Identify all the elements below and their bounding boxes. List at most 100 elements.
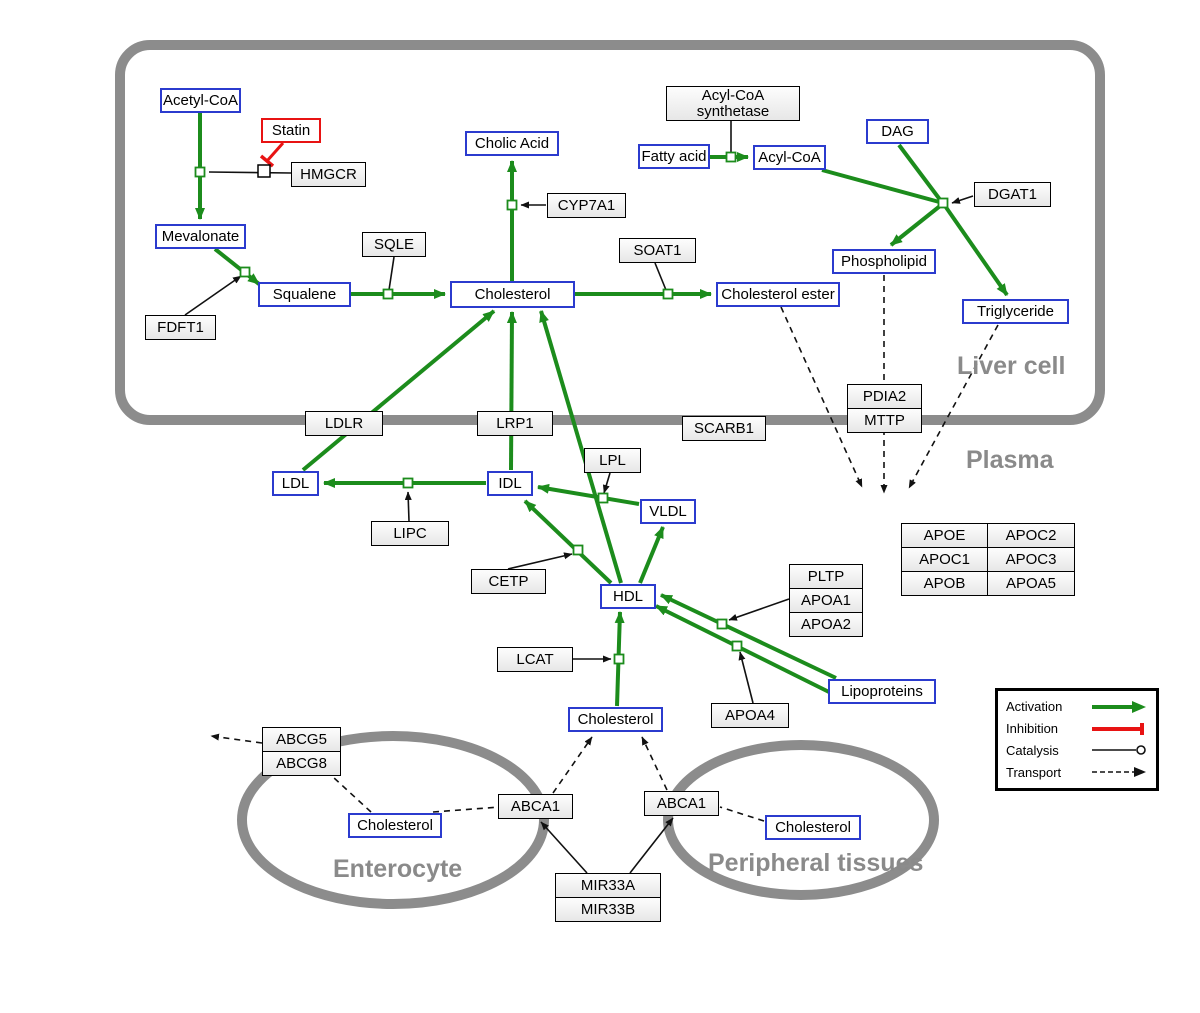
edge-dgat1-catalysis bbox=[951, 195, 974, 204]
reaction-node bbox=[731, 640, 743, 652]
edge-hdl-idl-cetp bbox=[523, 499, 613, 585]
liver-cell-label: Liver cell bbox=[957, 352, 1066, 380]
edge-cetp-catalysis bbox=[507, 552, 573, 570]
legend-row-transport: Transport bbox=[1006, 765, 1148, 780]
node-hdl[interactable]: HDL bbox=[600, 584, 656, 609]
node-scarb1[interactable]: SCARB1 bbox=[682, 416, 766, 441]
node-apoa1[interactable]: APOA1 bbox=[789, 588, 863, 613]
node-lipoproteins[interactable]: Lipoproteins bbox=[828, 679, 936, 704]
edge-dgatnode-triglyceride bbox=[941, 201, 1009, 297]
node-squalene[interactable]: Squalene bbox=[258, 282, 351, 307]
statin-tbar bbox=[259, 154, 275, 168]
reaction-node bbox=[716, 618, 728, 630]
node-lcat[interactable]: LCAT bbox=[497, 647, 573, 672]
inhibition-edges bbox=[259, 142, 285, 168]
reaction-node bbox=[506, 199, 518, 211]
node-cholesterol-enterocyte[interactable]: Cholesterol bbox=[348, 813, 442, 838]
node-apoe[interactable]: APOE bbox=[901, 523, 988, 548]
reaction-node bbox=[662, 288, 674, 300]
node-abca1-peripheral[interactable]: ABCA1 bbox=[644, 791, 719, 816]
edge-mevalonate-squalene bbox=[213, 247, 261, 286]
node-cholesterol-plasma[interactable]: Cholesterol bbox=[568, 707, 663, 732]
edge-dag-dgatnode bbox=[897, 143, 943, 203]
edge-mir33-abca1-per bbox=[629, 817, 674, 874]
node-cetp[interactable]: CETP bbox=[471, 569, 546, 594]
node-fdft1[interactable]: FDFT1 bbox=[145, 315, 216, 340]
node-dgat1[interactable]: DGAT1 bbox=[974, 182, 1051, 207]
node-lipc[interactable]: LIPC bbox=[371, 521, 449, 546]
edge-vldl-idl bbox=[537, 483, 640, 506]
node-dag[interactable]: DAG bbox=[866, 119, 929, 144]
node-mttp[interactable]: MTTP bbox=[847, 408, 922, 433]
reaction-node bbox=[194, 166, 206, 178]
node-phospholipid[interactable]: Phospholipid bbox=[832, 249, 936, 274]
node-abcg8[interactable]: ABCG8 bbox=[262, 751, 341, 776]
node-ldl[interactable]: LDL bbox=[272, 471, 319, 496]
legend-transport-label: Transport bbox=[1006, 764, 1062, 780]
node-acyl-coa-synthetase[interactable]: Acyl-CoA synthetase bbox=[666, 86, 800, 121]
node-abca1-enterocyte[interactable]: ABCA1 bbox=[498, 794, 573, 819]
reaction-node bbox=[613, 653, 625, 665]
node-mir33a[interactable]: MIR33A bbox=[555, 873, 661, 898]
node-apoa2[interactable]: APOA2 bbox=[789, 612, 863, 637]
reaction-node bbox=[239, 266, 251, 278]
edge-cholesterol-abca1-ent bbox=[432, 806, 501, 813]
reaction-node bbox=[937, 197, 949, 209]
node-idl[interactable]: IDL bbox=[487, 471, 533, 496]
node-cholesterol-ester[interactable]: Cholesterol ester bbox=[716, 282, 840, 307]
edge-cholesterol-abcg5 bbox=[332, 776, 372, 813]
legend: Activation Inhibition Catalysis Transpor… bbox=[995, 688, 1159, 791]
node-pltp[interactable]: PLTP bbox=[789, 564, 863, 589]
node-cyp7a1[interactable]: CYP7A1 bbox=[547, 193, 626, 218]
node-acetyl-coa[interactable]: Acetyl-CoA bbox=[160, 88, 241, 113]
node-lrp1[interactable]: LRP1 bbox=[477, 411, 553, 436]
node-statin[interactable]: Statin bbox=[261, 118, 321, 143]
edge-cholesterol-abca1-per bbox=[719, 806, 765, 822]
node-apoc3[interactable]: APOC3 bbox=[987, 547, 1075, 572]
edge-lipoproteins-hdl-upper bbox=[660, 593, 837, 680]
edge-pltp-apoa-catalysis bbox=[728, 598, 790, 621]
edge-abca1-ent-plasma bbox=[552, 736, 593, 794]
node-mir33b[interactable]: MIR33B bbox=[555, 897, 661, 922]
reaction-node bbox=[402, 477, 414, 489]
node-hmgcr[interactable]: HMGCR bbox=[291, 162, 366, 187]
legend-row-catalysis: Catalysis bbox=[1006, 743, 1148, 758]
edge-lipc-catalysis bbox=[404, 491, 412, 522]
node-apoc2[interactable]: APOC2 bbox=[987, 523, 1075, 548]
node-abcg5[interactable]: ABCG5 bbox=[262, 727, 341, 752]
edge-lipoproteins-hdl-lower bbox=[655, 604, 832, 695]
compartment-outlines bbox=[115, 40, 1105, 909]
node-apoa4[interactable]: APOA4 bbox=[711, 703, 789, 728]
node-vldl[interactable]: VLDL bbox=[640, 499, 696, 524]
transport-arrow-icon bbox=[1092, 767, 1146, 778]
node-lpl[interactable]: LPL bbox=[584, 448, 641, 473]
node-apoc1[interactable]: APOC1 bbox=[901, 547, 988, 572]
legend-activation-label: Activation bbox=[1006, 699, 1063, 715]
edge-idl-lrp1-cholesterol bbox=[506, 311, 517, 471]
node-label: Acyl-CoA synthetase bbox=[696, 86, 770, 120]
node-triglyceride[interactable]: Triglyceride bbox=[962, 299, 1069, 324]
node-apob[interactable]: APOB bbox=[901, 571, 988, 596]
peripheral-tissues-label: Peripheral tissues bbox=[708, 849, 924, 877]
reaction-node bbox=[725, 151, 737, 163]
node-sqle[interactable]: SQLE bbox=[362, 232, 426, 257]
node-fatty-acid[interactable]: Fatty acid bbox=[638, 144, 710, 169]
node-pdia2[interactable]: PDIA2 bbox=[847, 384, 922, 409]
node-ldlr[interactable]: LDLR bbox=[305, 411, 383, 436]
node-acyl-coa[interactable]: Acyl-CoA bbox=[753, 145, 826, 170]
node-apoa5[interactable]: APOA5 bbox=[987, 571, 1075, 596]
edge-apoa4-catalysis bbox=[738, 651, 754, 704]
node-cholesterol-peripheral[interactable]: Cholesterol bbox=[765, 815, 861, 840]
node-cholic-acid[interactable]: Cholic Acid bbox=[465, 131, 559, 156]
edge-soat1-catalysis bbox=[654, 262, 667, 291]
inhibition-tbar-icon bbox=[1092, 722, 1144, 735]
node-cholesterol-liver[interactable]: Cholesterol bbox=[450, 281, 575, 308]
edge-dgatnode-phospholipid bbox=[889, 204, 942, 247]
edge-fdft1-catalysis bbox=[184, 275, 242, 316]
transport-edges bbox=[210, 275, 999, 822]
edge-ldl-ldlr-cholesterol bbox=[301, 309, 496, 472]
node-soat1[interactable]: SOAT1 bbox=[619, 238, 696, 263]
edge-mir33-abca1-ent bbox=[540, 821, 588, 874]
node-mevalonate[interactable]: Mevalonate bbox=[155, 224, 246, 249]
